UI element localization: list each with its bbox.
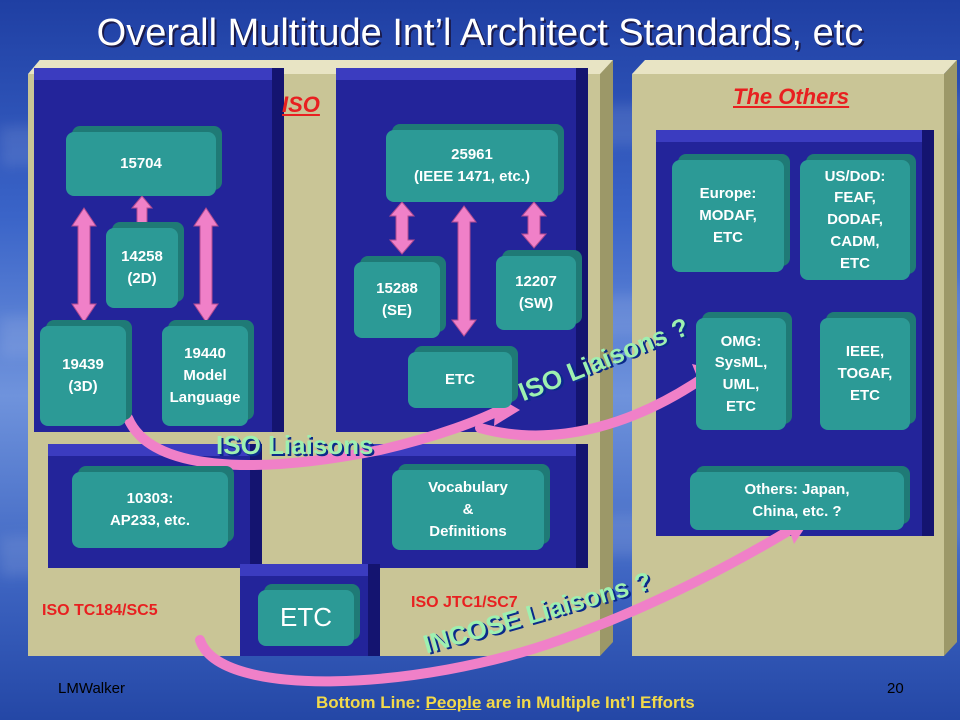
author-label: LMWalker [58, 680, 125, 697]
box-omg: OMG: SysML, UML, ETC [696, 318, 786, 430]
box-etc-bottom: ETC [258, 590, 354, 646]
bottom-line: Bottom Line: People are in Multiple Int’… [316, 693, 695, 713]
box-vocabulary: Vocabulary & Definitions [392, 470, 544, 550]
iso-label: ISO [282, 92, 320, 117]
box-europe: Europe: MODAF, ETC [672, 160, 784, 272]
box-etc-jtc: ETC [408, 352, 512, 408]
jtc1-label: ISO JTC1/SC7 [411, 594, 518, 611]
bottom-line-suffix: are in Multiple Int’l Efforts [481, 693, 695, 712]
arrow-19439-15704 [71, 207, 97, 323]
incose-liaisons-ribbon [195, 525, 795, 687]
box-12207: 12207 (SW) [496, 256, 576, 330]
box-14258: 14258 (2D) [106, 228, 178, 308]
box-19439: 19439 (3D) [40, 326, 126, 426]
box-19440: 19440 Model Language [162, 326, 248, 426]
box-15704: 15704 [66, 132, 216, 196]
arrow-14258-15704 [130, 195, 154, 225]
slide-title: Overall Multitude Int’l Architect Standa… [96, 12, 864, 54]
iso-liaisons-ribbon [123, 405, 505, 470]
arrow-etc-25961 [451, 205, 477, 337]
tc184-label: ISO TC184/SC5 [42, 602, 158, 619]
page-number: 20 [887, 680, 904, 697]
bottom-line-people: People [425, 693, 482, 712]
bottom-line-prefix: Bottom Line: [316, 693, 426, 712]
box-us-dod: US/DoD: FEAF, DODAF, CADM, ETC [800, 160, 910, 280]
box-10303: 10303: AP233, etc. [72, 472, 228, 548]
box-ieee: IEEE, TOGAF, ETC [820, 318, 910, 430]
others-label: The Others [733, 84, 850, 109]
box-25961: 25961 (IEEE 1471, etc.) [386, 130, 558, 202]
box-others-japan: Others: Japan, China, etc. ? [690, 472, 904, 530]
arrow-15288-25961 [388, 201, 416, 255]
arrow-12207-25961 [520, 201, 548, 249]
box-15288: 15288 (SE) [354, 262, 440, 338]
iso-liaisons-q-ribbon [475, 375, 705, 441]
iso-liaisons-text: ISO Liaisons [216, 430, 374, 460]
arrow-19440-15704 [193, 207, 219, 323]
